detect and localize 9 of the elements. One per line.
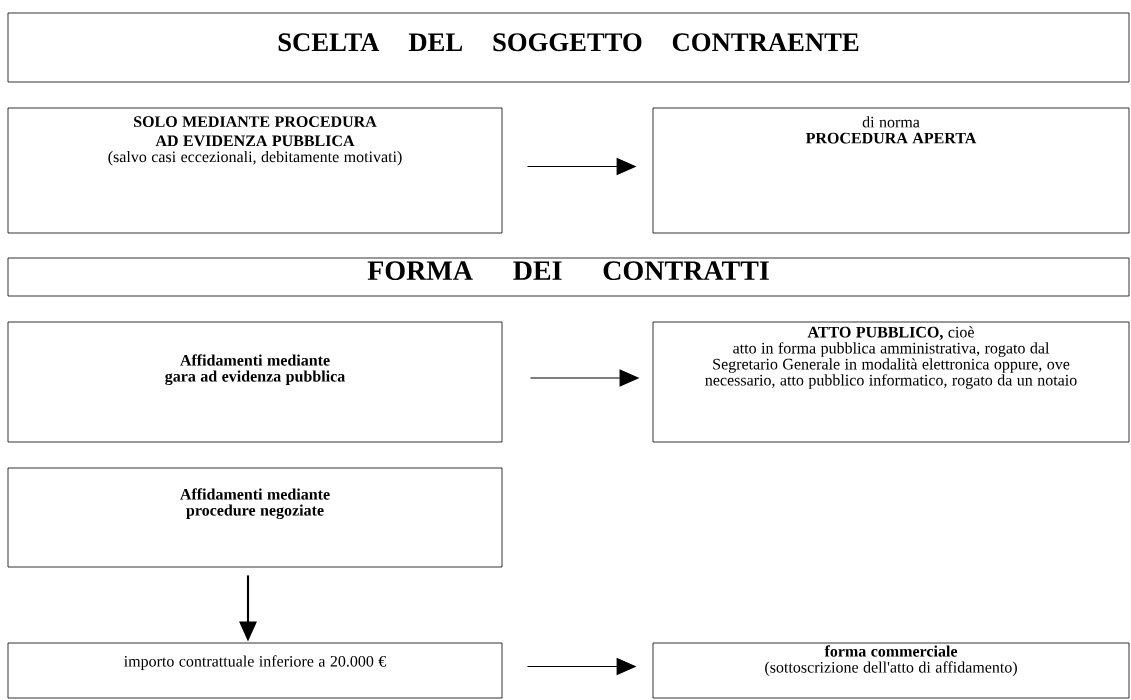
text-box: Affidamenti mediante gara ad evidenza pubblica — [7, 321, 503, 443]
title-box: SCELTA DEL SOGGETTO CONTRAENTE — [7, 12, 1130, 83]
text-box: importo contrattuale inferiore a 20.000 € — [7, 642, 503, 699]
text-box: forma commerciale (sottoscrizione dell'atto di affidamento) — [652, 642, 1130, 699]
text-box: Affidamenti mediante procedure negoziate — [7, 467, 503, 568]
text-box: SOLO MEDIANTE PROCEDURA AD EVIDENZA PUBBLICA (salvo casi eccezionali, debitamente motivati) — [7, 107, 503, 234]
text-box: di norma PROCEDURA APERTA — [652, 107, 1130, 234]
title-box: FORMA DEI CONTRATTI — [7, 257, 1130, 297]
text-box: ATTO PUBBLICO, cioè atto in forma pubblica amministrativa, rogato dal Segretario Generale in modalità elettronica oppure, ove necessario, atto pubblico informatico, rogato da un notaio — [652, 321, 1130, 443]
